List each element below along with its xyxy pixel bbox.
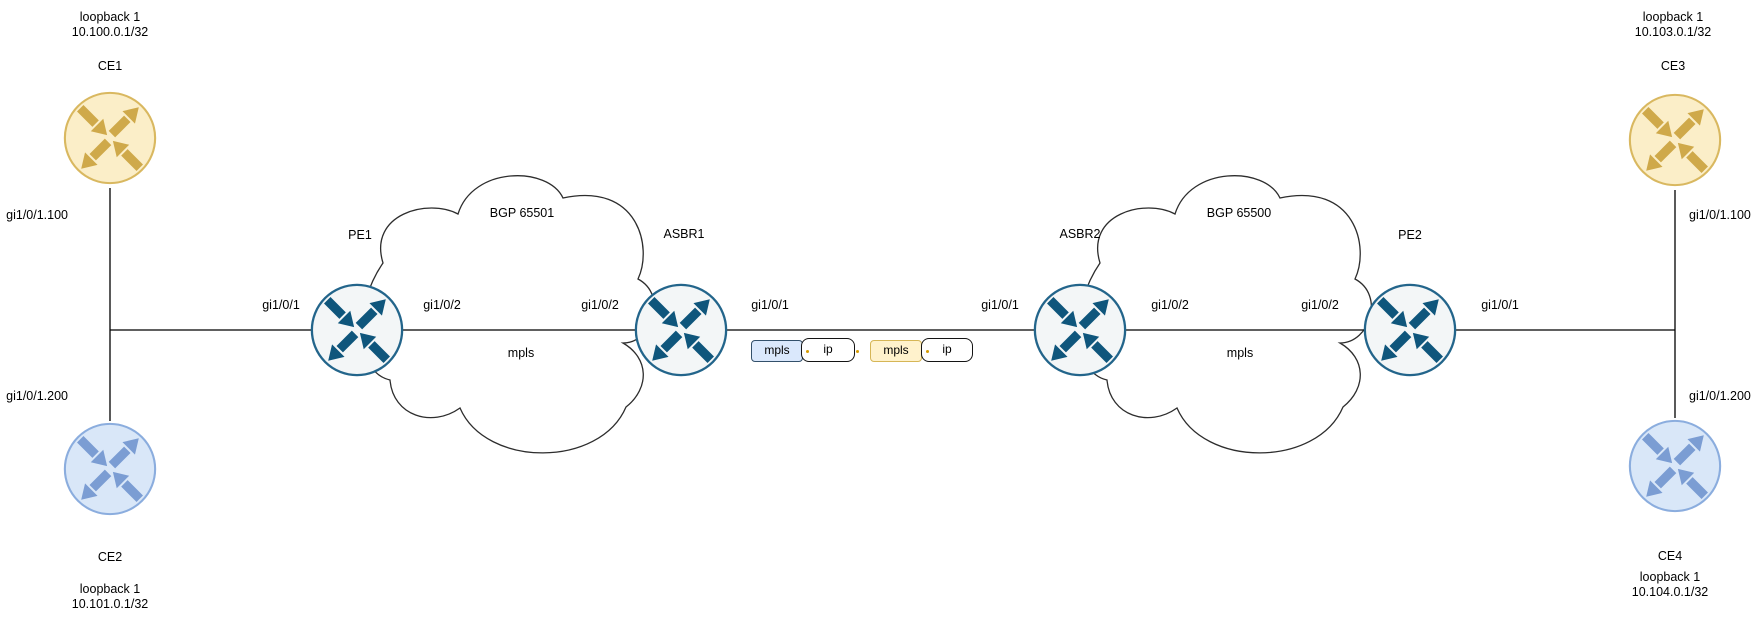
asbr1-if-right-label: gi1/0/1 (751, 298, 789, 312)
mpls-label-left: mpls (507, 346, 535, 360)
loopback-name: loopback 1 (1642, 10, 1704, 24)
router-pe1 (310, 283, 404, 377)
loopback-name: loopback 1 (1639, 570, 1701, 584)
router-ce1 (63, 91, 157, 185)
router-pe2 (1363, 283, 1457, 377)
ce3-interface-label: gi1/0/1.100 (1689, 208, 1751, 222)
ce1-name-label: CE1 (97, 59, 123, 73)
ce2-loopback-block: loopback 1 10.101.0.1/32 (30, 582, 190, 612)
mpls-tag-blue: mpls (751, 340, 803, 362)
loopback-ip: 10.100.0.1/32 (71, 25, 149, 39)
pe2-if-left-label: gi1/0/2 (1301, 298, 1339, 312)
bgp-65500-label: BGP 65500 (1206, 206, 1272, 220)
asbr2-name-label: ASBR2 (1059, 227, 1101, 241)
separator-dot (926, 350, 929, 353)
bgp-65500-cloud (1077, 175, 1372, 454)
router-ce2 (63, 422, 157, 516)
asbr2-if-right-label: gi1/0/2 (1151, 298, 1189, 312)
ip-tag-2: ip (921, 338, 973, 362)
ce1-interface-label: gi1/0/1.100 (6, 208, 68, 222)
asbr1-name-label: ASBR1 (663, 227, 705, 241)
router-ce4 (1628, 419, 1722, 513)
loopback-name: loopback 1 (79, 582, 141, 596)
bgp-65501-cloud (360, 175, 655, 454)
pe2-if-right-label: gi1/0/1 (1481, 298, 1519, 312)
ce2-name-label: CE2 (97, 550, 123, 564)
loopback-ip: 10.104.0.1/32 (1631, 585, 1709, 599)
loopback-name: loopback 1 (79, 10, 141, 24)
router-ce3 (1628, 93, 1722, 187)
loopback-ip: 10.103.0.1/32 (1634, 25, 1712, 39)
ce4-name-label: CE4 (1657, 549, 1683, 563)
pe2-name-label: PE2 (1398, 228, 1422, 242)
ce4-loopback-block: loopback 1 10.104.0.1/32 (1590, 570, 1750, 600)
mpls-label-right: mpls (1226, 346, 1254, 360)
loopback-ip: 10.101.0.1/32 (71, 597, 149, 611)
ce2-interface-label: gi1/0/1.200 (6, 389, 68, 403)
asbr1-if-left-label: gi1/0/2 (581, 298, 619, 312)
ce3-loopback-block: loopback 1 10.103.0.1/32 (1593, 10, 1753, 40)
pe1-if-left-label: gi1/0/1 (262, 298, 300, 312)
ip-tag-1: ip (801, 338, 855, 362)
ce3-name-label: CE3 (1660, 59, 1686, 73)
separator-dot (856, 350, 859, 353)
asbr2-if-left-label: gi1/0/1 (981, 298, 1019, 312)
mpls-tag-yellow: mpls (870, 340, 922, 362)
ce1-loopback-block: loopback 1 10.100.0.1/32 (30, 10, 190, 40)
separator-dot (806, 350, 809, 353)
pe1-if-right-label: gi1/0/2 (423, 298, 461, 312)
ce4-interface-label: gi1/0/1.200 (1689, 389, 1751, 403)
router-asbr2 (1033, 283, 1127, 377)
bgp-65501-label: BGP 65501 (489, 206, 555, 220)
router-asbr1 (634, 283, 728, 377)
pe1-name-label: PE1 (348, 228, 372, 242)
